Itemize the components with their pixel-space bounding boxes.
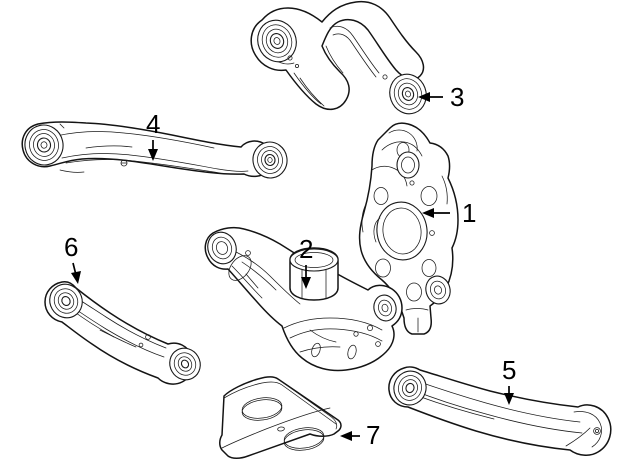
part-front-lateral-link[interactable] [21,121,290,180]
callout-4: 4 [146,109,160,161]
callout-3-arrowhead [418,92,430,102]
callout-6: 6 [64,232,81,284]
callout-5-number: 5 [502,355,516,385]
part-mounting-bracket-plate[interactable] [219,376,342,459]
part-lower-control-arm[interactable] [203,226,403,372]
callout-1: 1 [422,198,476,228]
callout-2-arrowhead [301,277,311,289]
callout-5: 5 [502,355,516,405]
callout-6-arrowhead [71,271,81,284]
callout-2: 2 [299,234,313,289]
callout-6-number: 6 [64,232,78,262]
callout-3: 3 [418,82,464,112]
callout-7-arrowhead [340,431,352,441]
part-steering-knuckle[interactable] [358,122,459,335]
callout-5-arrowhead [504,393,514,405]
callout-2-number: 2 [299,234,313,264]
callout-7-number: 7 [366,420,380,450]
callout-7: 7 [340,420,380,450]
callout-4-number: 4 [146,109,160,139]
callout-4-arrowhead [148,149,158,161]
part-toe-control-link[interactable] [44,278,206,385]
callout-1-arrowhead [422,208,434,218]
callout-1-number: 1 [462,198,476,228]
callout-3-number: 3 [450,82,464,112]
part-rear-trailing-link[interactable] [388,366,612,456]
part-upper-control-arm[interactable] [250,0,432,119]
